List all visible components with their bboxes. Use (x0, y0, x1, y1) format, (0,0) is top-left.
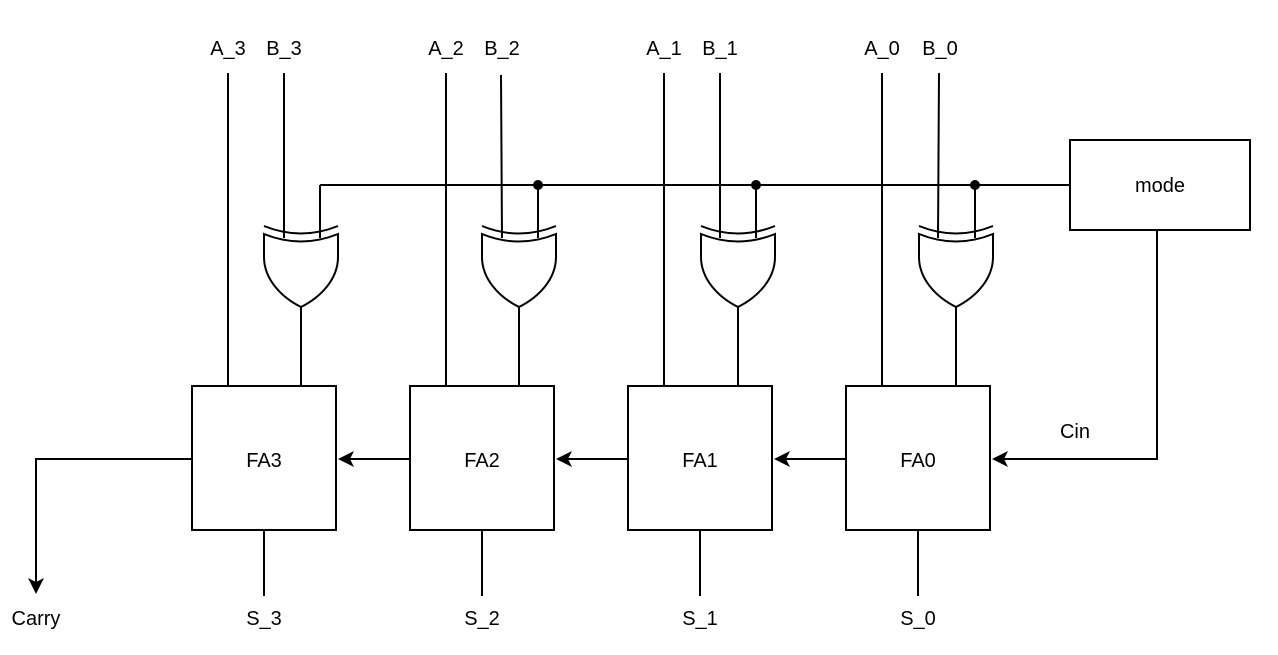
input-a-0-label: A_0 (864, 38, 900, 60)
input-a-3-label: A_3 (210, 38, 246, 60)
carry-chain (338, 451, 846, 467)
output-s-1-label: S_1 (682, 608, 718, 630)
output-s-3-label: S_3 (246, 608, 282, 630)
carry-out: Carry (12, 458, 192, 630)
mode-block: mode (1069, 139, 1251, 231)
input-b-2-label: B_2 (484, 38, 520, 60)
output-s-2-label: S_2 (464, 608, 500, 630)
input-b-3-label: B_3 (266, 38, 302, 60)
cin-wire: Cin (992, 230, 1158, 467)
mode-label: mode (1135, 175, 1185, 197)
input-a-1-label: A_1 (646, 38, 682, 60)
full-adder-1 (627, 385, 773, 531)
carry-label: Carry (12, 608, 61, 630)
mode-bus (320, 180, 1070, 190)
stage-0: A_0 B_0 FA0 S_0 (845, 38, 994, 630)
full-adder-1-label: FA1 (682, 450, 718, 472)
xor-gate-2 (481, 225, 557, 308)
full-adder-0-label: FA0 (900, 450, 936, 472)
input-b-1-label: B_1 (702, 38, 738, 60)
full-adder-2 (409, 385, 555, 531)
full-adder-2-label: FA2 (464, 450, 500, 472)
stage-3: A_3 B_3 FA3 S_3 (191, 38, 339, 630)
input-a-2-label: A_2 (428, 38, 464, 60)
xor-gate-0 (918, 225, 994, 308)
xor-gate-1 (700, 225, 776, 308)
full-adder-3-label: FA3 (246, 450, 282, 472)
xor-gate-3 (263, 225, 339, 308)
stage-2: A_2 B_2 FA2 S_2 (409, 38, 557, 630)
output-s-0-label: S_0 (900, 608, 936, 630)
full-adder-0 (845, 385, 991, 531)
stage-1: A_1 B_1 FA1 S_1 (627, 38, 776, 630)
cin-label: Cin (1060, 421, 1090, 443)
input-b-0-label: B_0 (922, 38, 958, 60)
